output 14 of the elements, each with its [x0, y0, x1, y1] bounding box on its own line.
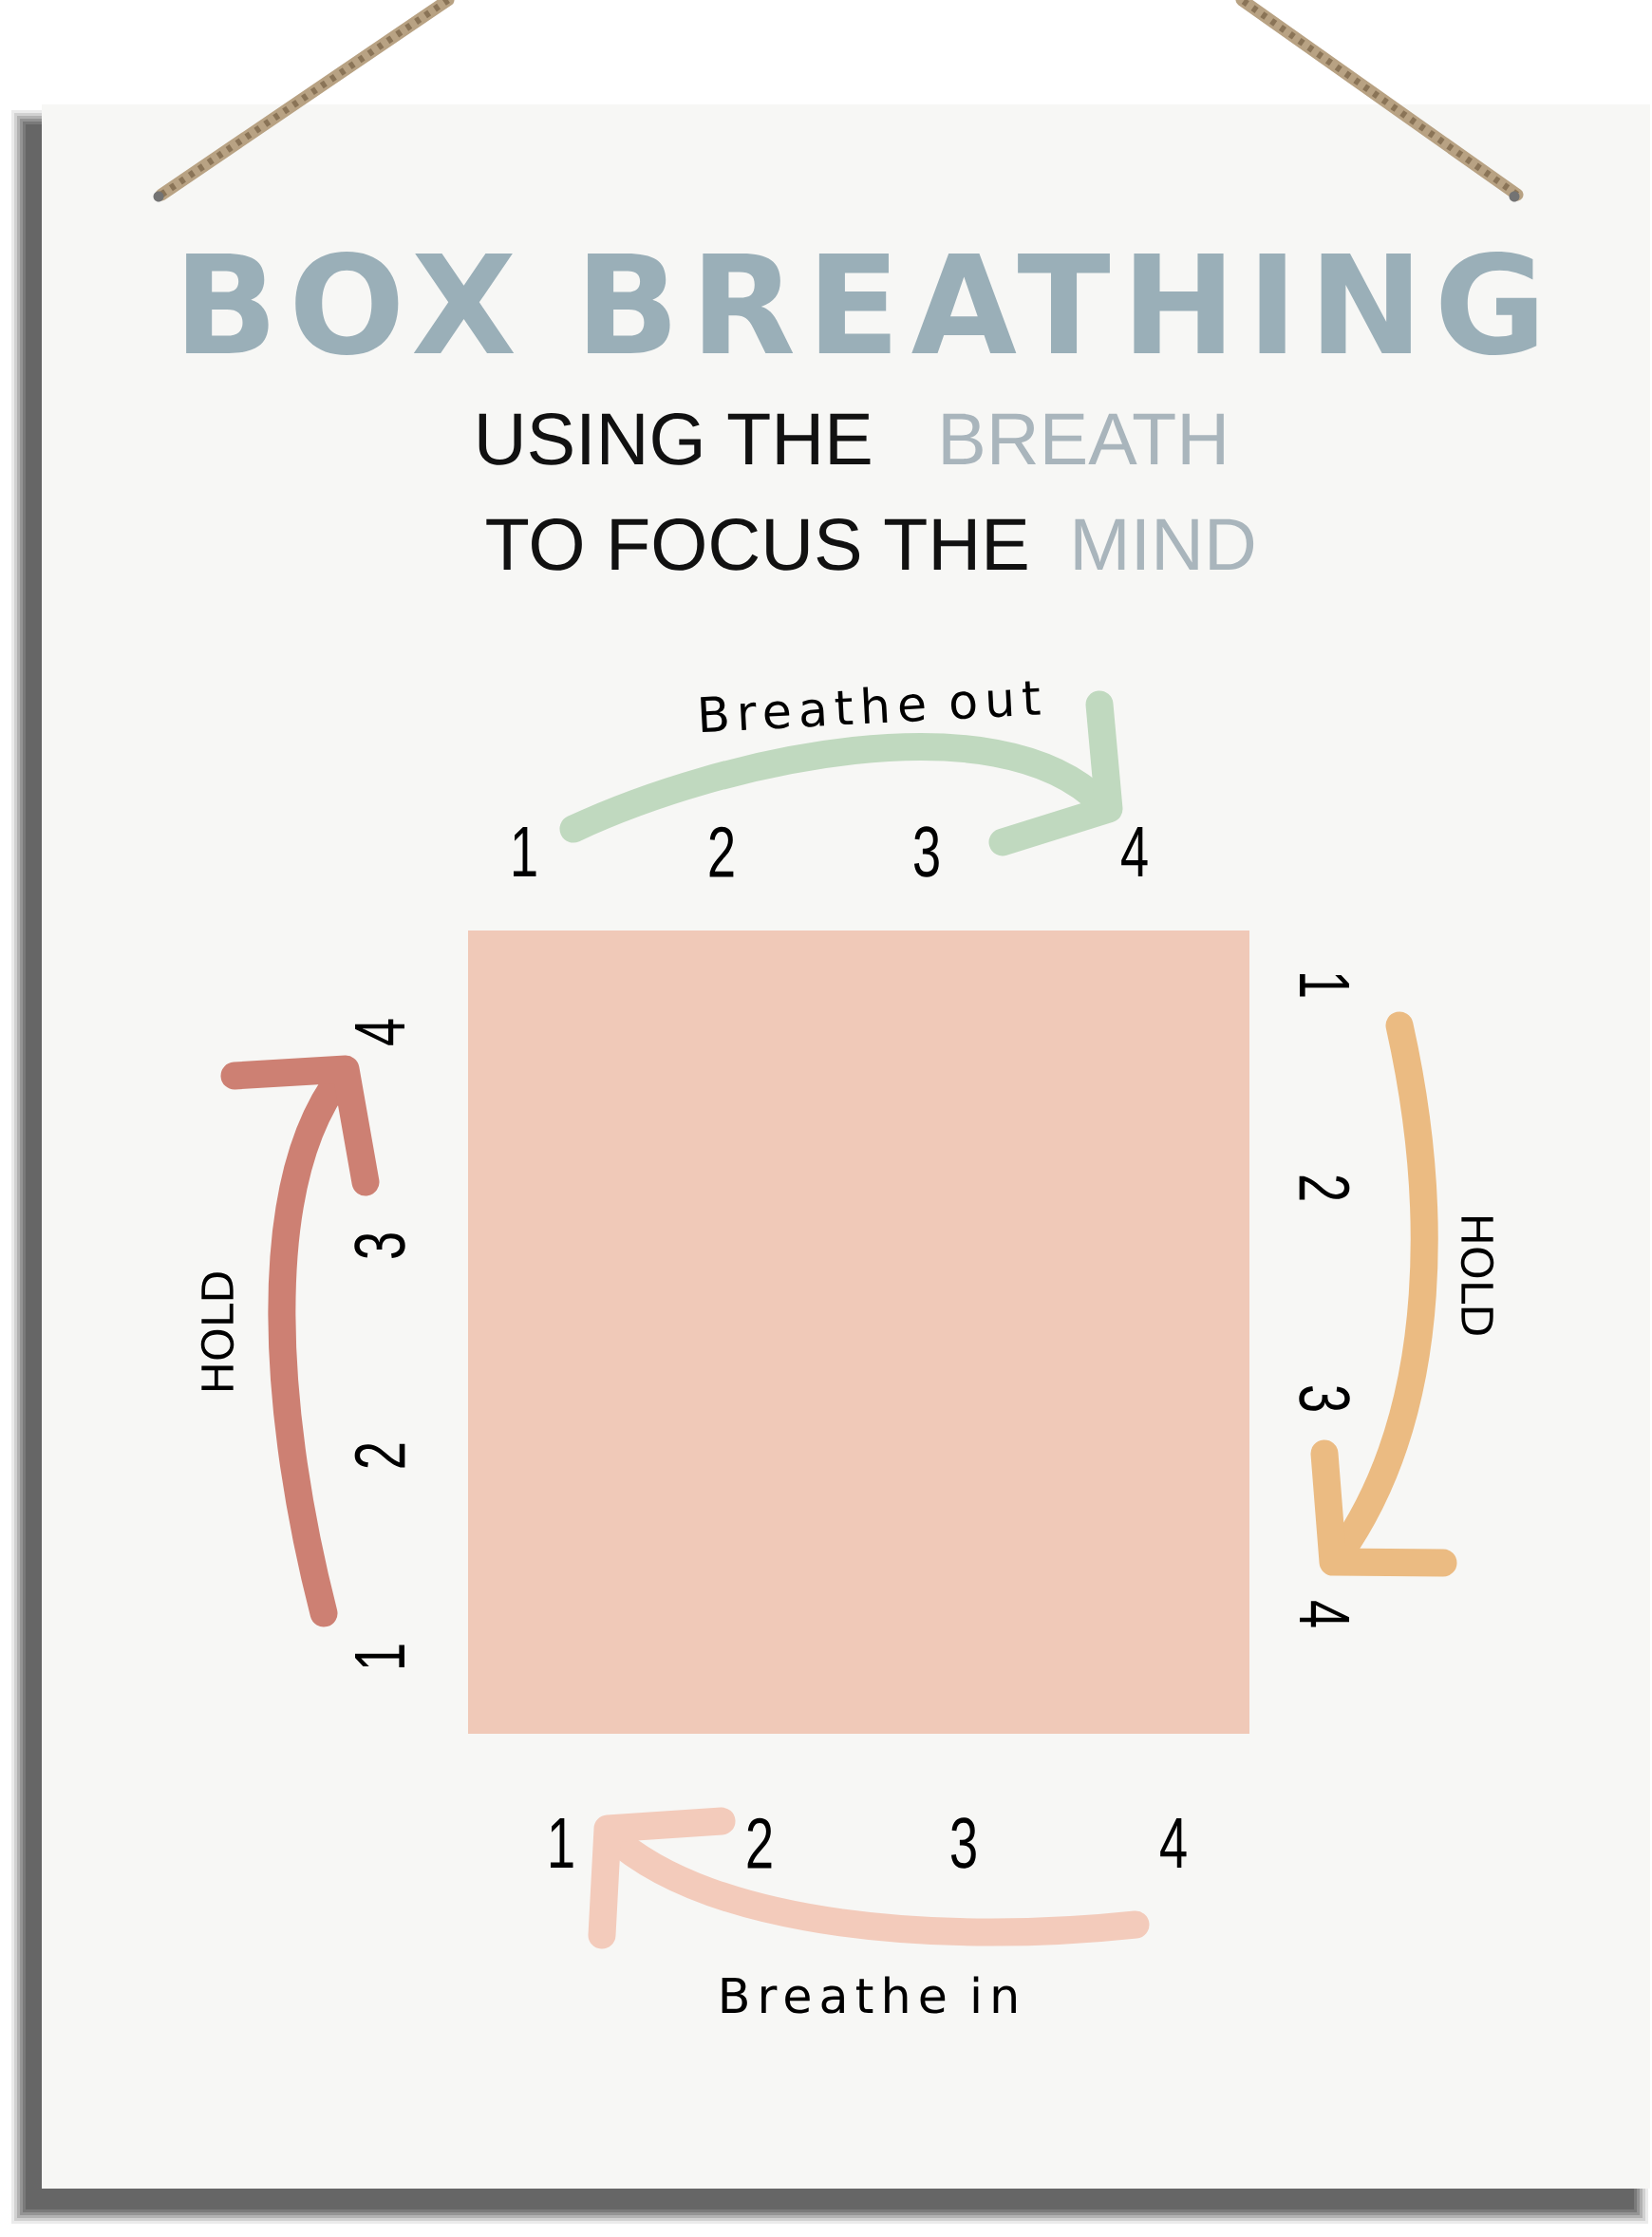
subtitle: TO FOCUS THE	[486, 518, 1027, 571]
subtitle: MIND	[1075, 518, 1254, 570]
step-label: Breathe in	[722, 1976, 1016, 2014]
step-label: Breathe out	[701, 681, 1041, 733]
count-number: 4	[1160, 1818, 1187, 1868]
step-label: HOLD	[200, 1272, 235, 1391]
square	[468, 931, 1249, 1734]
count-number: 3	[950, 1817, 976, 1869]
subtitle: BREATH	[943, 413, 1224, 464]
count-number: 2	[747, 1817, 772, 1869]
count-number: 1	[551, 1818, 573, 1868]
subtitle: USING THE	[479, 413, 871, 465]
title: BOX BREATHING	[186, 252, 1537, 356]
step-label: HOLD	[1460, 1217, 1494, 1335]
